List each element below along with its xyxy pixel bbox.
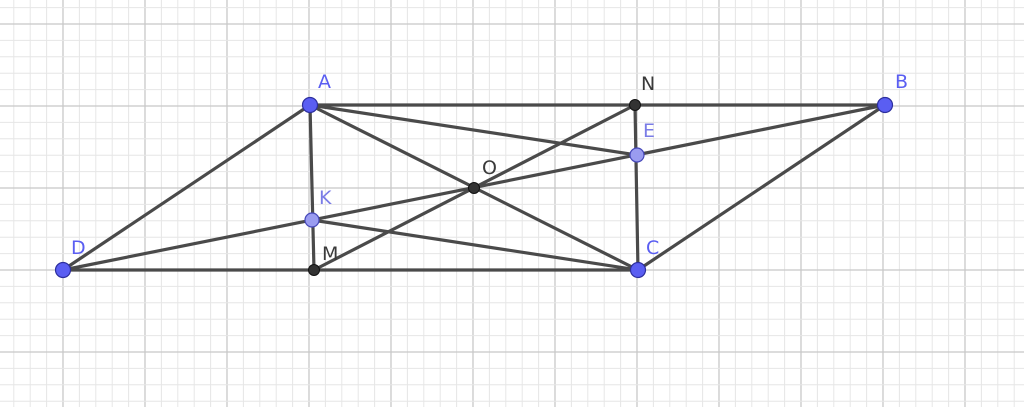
point-labels: A B C D N M O E K [71, 71, 908, 265]
points [54, 96, 894, 279]
point-label-m: M [322, 243, 338, 265]
point-label-o: O [482, 157, 497, 179]
point-o[interactable] [468, 182, 480, 194]
point-label-n: N [641, 73, 655, 95]
segment-ae[interactable] [308, 103, 639, 157]
point-n[interactable] [629, 99, 641, 111]
point-label-d: D [71, 237, 86, 259]
point-k[interactable] [304, 212, 320, 228]
segment-kc[interactable] [310, 218, 640, 272]
point-m[interactable] [308, 264, 320, 276]
point-d[interactable] [54, 261, 72, 279]
point-label-k: K [319, 187, 332, 209]
point-label-b: B [895, 71, 908, 93]
segment-bc[interactable] [636, 103, 887, 272]
segment-ad[interactable] [61, 103, 312, 272]
point-c[interactable] [629, 261, 647, 279]
point-label-a: A [318, 71, 331, 93]
segment-nc[interactable] [633, 103, 640, 272]
point-a[interactable] [301, 96, 319, 114]
point-e[interactable] [629, 147, 645, 163]
segment-am[interactable] [308, 103, 316, 272]
point-b[interactable] [876, 96, 894, 114]
point-label-e: E [643, 120, 655, 142]
point-label-c: C [646, 237, 659, 259]
